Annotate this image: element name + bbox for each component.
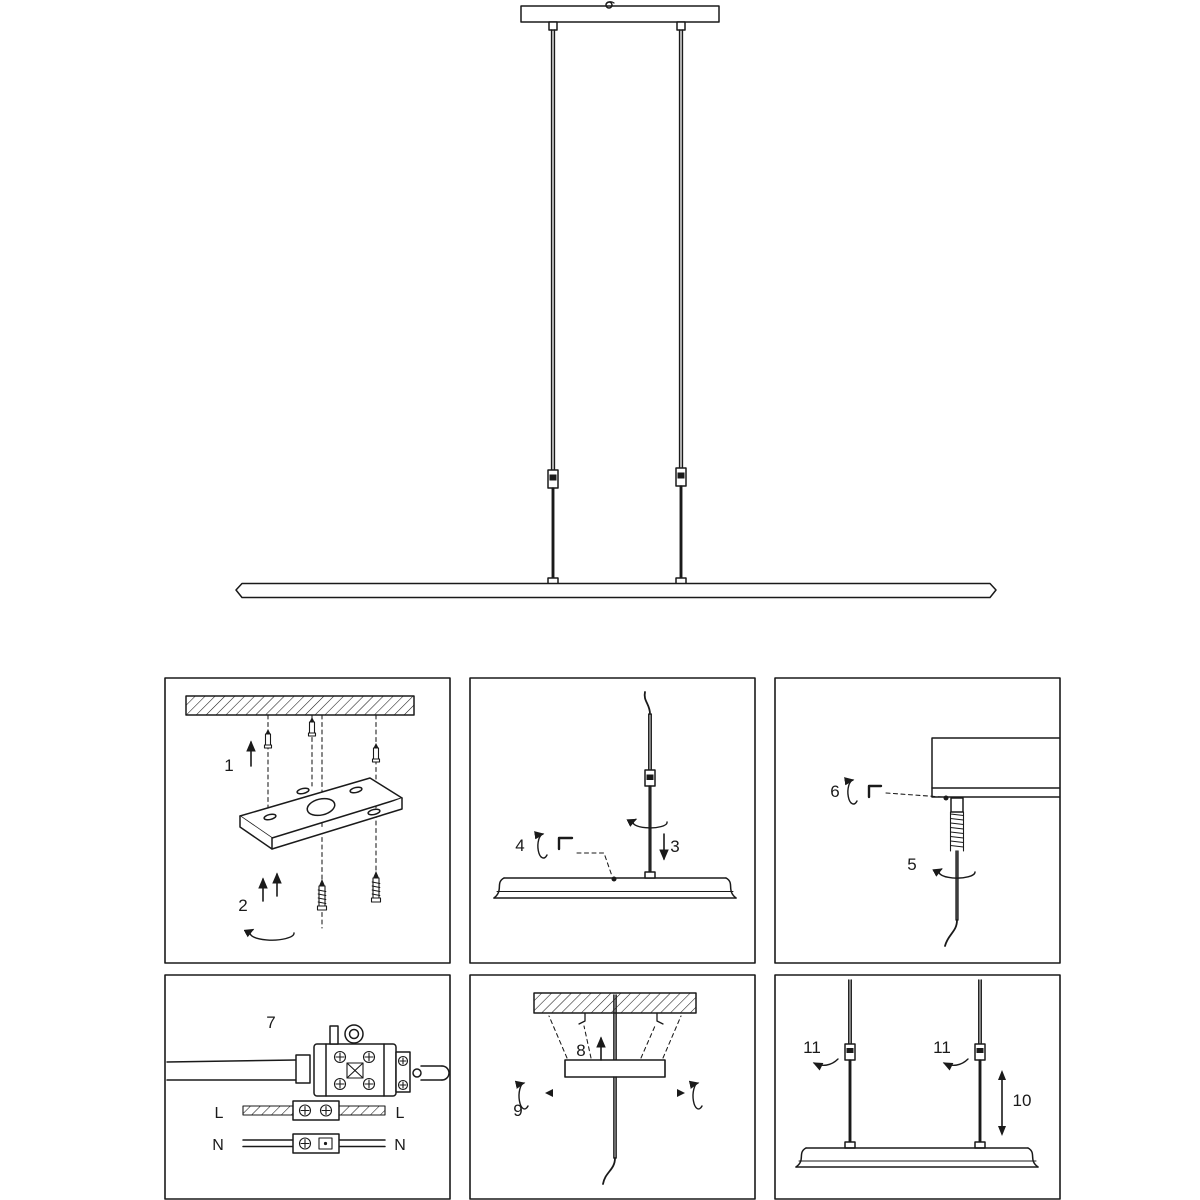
wall-plug-icon xyxy=(263,729,273,749)
cable-hook xyxy=(602,1157,616,1185)
pendant-lamp-overview xyxy=(235,1,997,599)
ceiling-hook-icon xyxy=(656,1012,664,1025)
step-6-label: 6 xyxy=(830,782,839,801)
plate-slot xyxy=(349,786,363,794)
right-suspension-rod xyxy=(675,21,687,585)
rotation-arrow-icon xyxy=(688,1080,703,1110)
panel-3-rod-into-housing: 5 6 xyxy=(830,737,1060,947)
lower-rod xyxy=(955,850,959,921)
neutral-label-left: N xyxy=(212,1137,224,1154)
ceiling-hatch xyxy=(185,695,415,716)
canopy xyxy=(564,1059,666,1078)
cable-hook xyxy=(944,919,958,947)
rotation-arrow-icon xyxy=(243,928,295,941)
strain-relief-ring-icon xyxy=(344,1024,364,1044)
screw-icon xyxy=(370,871,382,903)
step-9-label: 9 xyxy=(513,1101,522,1120)
suspension-rod-upper xyxy=(613,994,617,1061)
light-bar-section xyxy=(493,871,737,899)
terminal-screw-icon xyxy=(333,1077,347,1091)
plate-slot xyxy=(367,808,381,816)
allen-key-icon xyxy=(557,836,574,851)
rotation-arrow-icon xyxy=(626,818,668,829)
panel-1-ceiling-plate-mounting: 1 2 xyxy=(185,695,415,941)
left-suspension-rod xyxy=(547,21,559,585)
guide-dashed-line xyxy=(885,792,943,798)
step-7-label: 7 xyxy=(266,1013,275,1032)
neutral-wire xyxy=(242,1133,386,1154)
wall-plug-icon xyxy=(307,717,317,737)
terminal-screw-icon xyxy=(362,1050,376,1064)
right-cable xyxy=(420,1065,450,1081)
panel-2-rod-into-bar: 3 4 xyxy=(493,691,737,899)
left-rod xyxy=(844,979,856,1149)
spring-icon xyxy=(949,811,965,852)
counter-rotation-arrow-icon xyxy=(812,1058,839,1071)
double-vertical-arrow-icon xyxy=(998,1070,1006,1136)
allen-key-icon xyxy=(867,784,883,799)
light-bar xyxy=(235,582,997,599)
rod-connector xyxy=(950,797,964,813)
upper-rod xyxy=(648,713,652,771)
right-rod xyxy=(974,979,986,1149)
plate-center-hole xyxy=(306,797,336,817)
wall-plug-icon xyxy=(371,743,381,763)
panel-3-frame xyxy=(774,677,1061,964)
projection-guides xyxy=(548,1015,682,1059)
left-cable xyxy=(166,1054,311,1084)
rotation-arrow-icon xyxy=(534,831,548,859)
cable-hook xyxy=(643,691,651,715)
step-10-label: 10 xyxy=(1013,1091,1032,1110)
top-tab xyxy=(329,1025,339,1045)
panel-borders xyxy=(164,677,1061,1200)
neutral-label-right: N xyxy=(394,1137,406,1154)
panel-6-height-adjustment: 11 11 10 xyxy=(795,979,1039,1168)
plate-slot xyxy=(263,813,277,821)
canopy-screw-icon xyxy=(605,1,615,9)
ceiling-hook-icon xyxy=(578,1012,586,1025)
live-wire xyxy=(242,1100,386,1121)
panel-6-frame xyxy=(774,974,1061,1200)
live-label-right: L xyxy=(396,1105,405,1122)
light-bar-section xyxy=(795,1147,1039,1168)
ceiling-hatch xyxy=(533,992,697,1014)
panel-2-frame xyxy=(469,677,756,964)
rotation-arrow-icon xyxy=(514,1080,529,1110)
screw-icon xyxy=(316,879,328,911)
center-clamp-icon xyxy=(346,1062,364,1079)
step-3-label: 3 xyxy=(670,837,679,856)
terminal-screw-icon xyxy=(333,1050,347,1064)
counter-rotation-arrow-icon xyxy=(942,1058,969,1071)
live-label-left: L xyxy=(215,1105,224,1122)
step-11-label-right: 11 xyxy=(933,1038,951,1057)
ceiling-canopy xyxy=(520,5,720,23)
panel-5-canopy-mounting: 8 9 xyxy=(513,992,703,1185)
step-4-label: 4 xyxy=(515,836,524,855)
step-11-label-left: 11 xyxy=(803,1038,821,1057)
rotation-arrow-icon xyxy=(932,868,976,879)
lower-rod xyxy=(648,785,652,873)
mounting-plate xyxy=(239,777,403,850)
left-arrowhead-icon xyxy=(545,1089,553,1097)
plate-slot xyxy=(296,787,310,795)
target-dot xyxy=(943,795,949,801)
step-2-label: 2 xyxy=(238,896,247,915)
terminal-block xyxy=(313,1024,422,1097)
suspension-rod-lower xyxy=(613,1076,617,1159)
panel-4-electrical-connection: 7 xyxy=(166,1013,450,1154)
rotation-arrow-icon xyxy=(844,777,858,805)
step-8-label: 8 xyxy=(576,1041,585,1060)
side-plate xyxy=(395,1051,422,1093)
right-arrowhead-icon xyxy=(677,1089,685,1097)
step-1-label: 1 xyxy=(224,756,233,775)
terminal-screw-icon xyxy=(362,1077,376,1091)
guide-dashed-line xyxy=(576,852,613,877)
bar-housing xyxy=(931,737,1060,798)
step-5-label: 5 xyxy=(907,855,916,874)
